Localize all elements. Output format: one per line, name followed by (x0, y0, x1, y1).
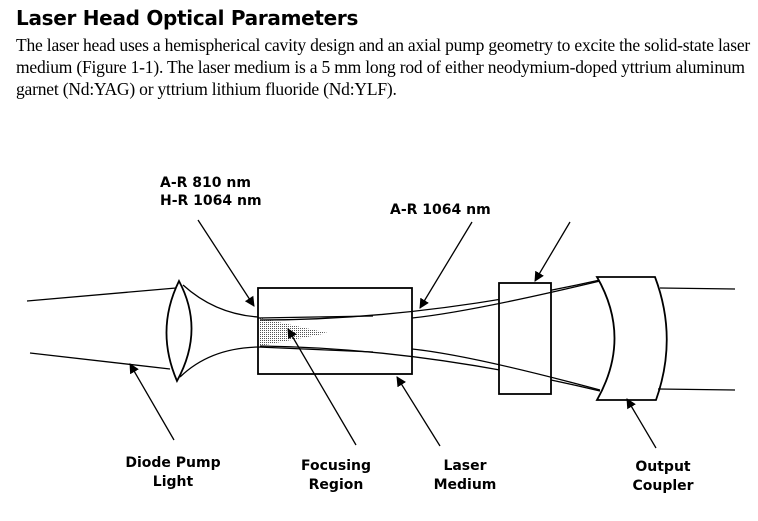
arrow-coating-2 (419, 221, 473, 309)
focus-beam-top (182, 284, 259, 318)
output-beam-top (659, 287, 736, 290)
label-medium-1: Laser (443, 458, 486, 474)
label-focus-2: Region (309, 477, 364, 493)
arrow-medium (396, 376, 441, 447)
focus-beam-bottom (179, 346, 259, 378)
intracavity-element (498, 282, 552, 395)
pump-beam-top (26, 287, 177, 302)
arrow-element (534, 221, 571, 282)
label-coupler-2: Coupler (632, 478, 693, 494)
body-paragraph: The laser head uses a hemispherical cavi… (16, 35, 751, 99)
output-coupler (595, 276, 668, 401)
label-coupler-1: Output (635, 459, 691, 475)
pump-beam-bottom (29, 352, 171, 370)
label-focus-1: Focusing (301, 458, 371, 474)
cavity-beam-top (259, 279, 601, 321)
output-beam-bottom (657, 388, 736, 391)
label-coating-1a: A-R 810 nm (160, 175, 251, 191)
label-diode-1: Diode Pump (125, 455, 220, 471)
section-title: Laser Head Optical Parameters (16, 6, 359, 30)
laser-medium-rod (257, 287, 413, 375)
arrow-coating-1 (197, 219, 255, 307)
arrow-coupler (626, 398, 657, 449)
cavity-beam-bottom (259, 345, 601, 392)
arrow-focusing (287, 328, 357, 446)
label-diode-2: Light (153, 474, 194, 490)
focusing-region (260, 318, 328, 346)
arrow-diode (129, 363, 175, 441)
label-coating-2: A-R 1064 nm (390, 202, 491, 218)
label-coating-1b: H-R 1064 nm (160, 193, 262, 209)
lens (165, 279, 193, 384)
label-medium-2: Medium (434, 477, 497, 493)
